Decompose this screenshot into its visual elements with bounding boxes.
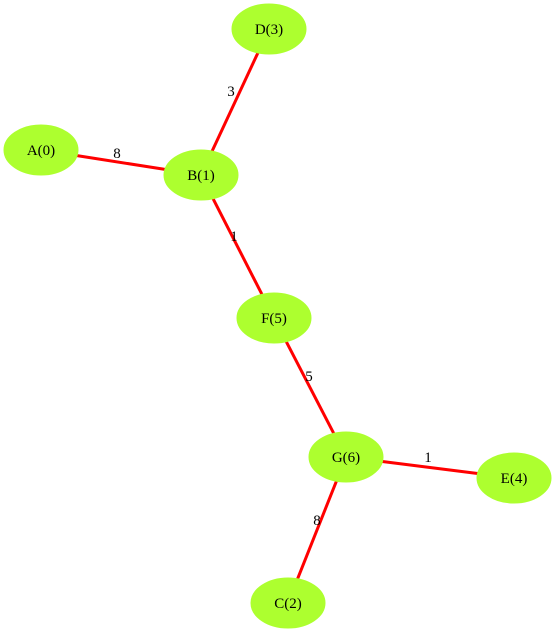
edge-weight-g-e: 1 [424, 450, 432, 466]
node-f-shape [236, 292, 312, 344]
node-e: E(4) [476, 452, 552, 504]
node-d-label: D(3) [255, 22, 283, 38]
node-e-shape [476, 452, 552, 504]
nodes-layer: A(0) B(1) C(2) D(3) E(4) F(5) G(6) [3, 3, 552, 629]
node-g-shape [308, 431, 384, 483]
node-d: D(3) [231, 3, 307, 55]
edge-a-b [76, 154, 166, 171]
node-f: F(5) [236, 292, 312, 344]
node-a-label: A(0) [27, 143, 55, 159]
edge-labels-layer: 8 3 1 5 1 8 [113, 84, 432, 529]
node-c-label: C(2) [274, 596, 302, 612]
edge-g-e [382, 460, 478, 475]
edge-g-c [296, 480, 338, 580]
edge-weight-b-d: 3 [227, 84, 235, 100]
edges-layer [76, 52, 478, 580]
node-c-shape [250, 577, 326, 629]
edge-f-g [284, 340, 336, 435]
node-c: C(2) [250, 577, 326, 629]
node-b: B(1) [163, 149, 239, 201]
node-a: A(0) [3, 124, 79, 176]
edge-weight-b-f: 1 [230, 229, 238, 245]
node-b-label: B(1) [187, 168, 215, 184]
edge-weight-g-c: 8 [313, 513, 321, 529]
node-b-shape [163, 149, 239, 201]
node-e-label: E(4) [501, 471, 528, 487]
edge-b-f [211, 197, 264, 296]
node-f-label: F(5) [261, 311, 287, 327]
edge-weight-f-g: 5 [305, 369, 313, 385]
edge-weight-a-b: 8 [113, 146, 121, 162]
node-d-shape [231, 3, 307, 55]
node-a-shape [3, 124, 79, 176]
edge-b-d [210, 52, 260, 152]
node-g-label: G(6) [332, 450, 360, 466]
node-g: G(6) [308, 431, 384, 483]
